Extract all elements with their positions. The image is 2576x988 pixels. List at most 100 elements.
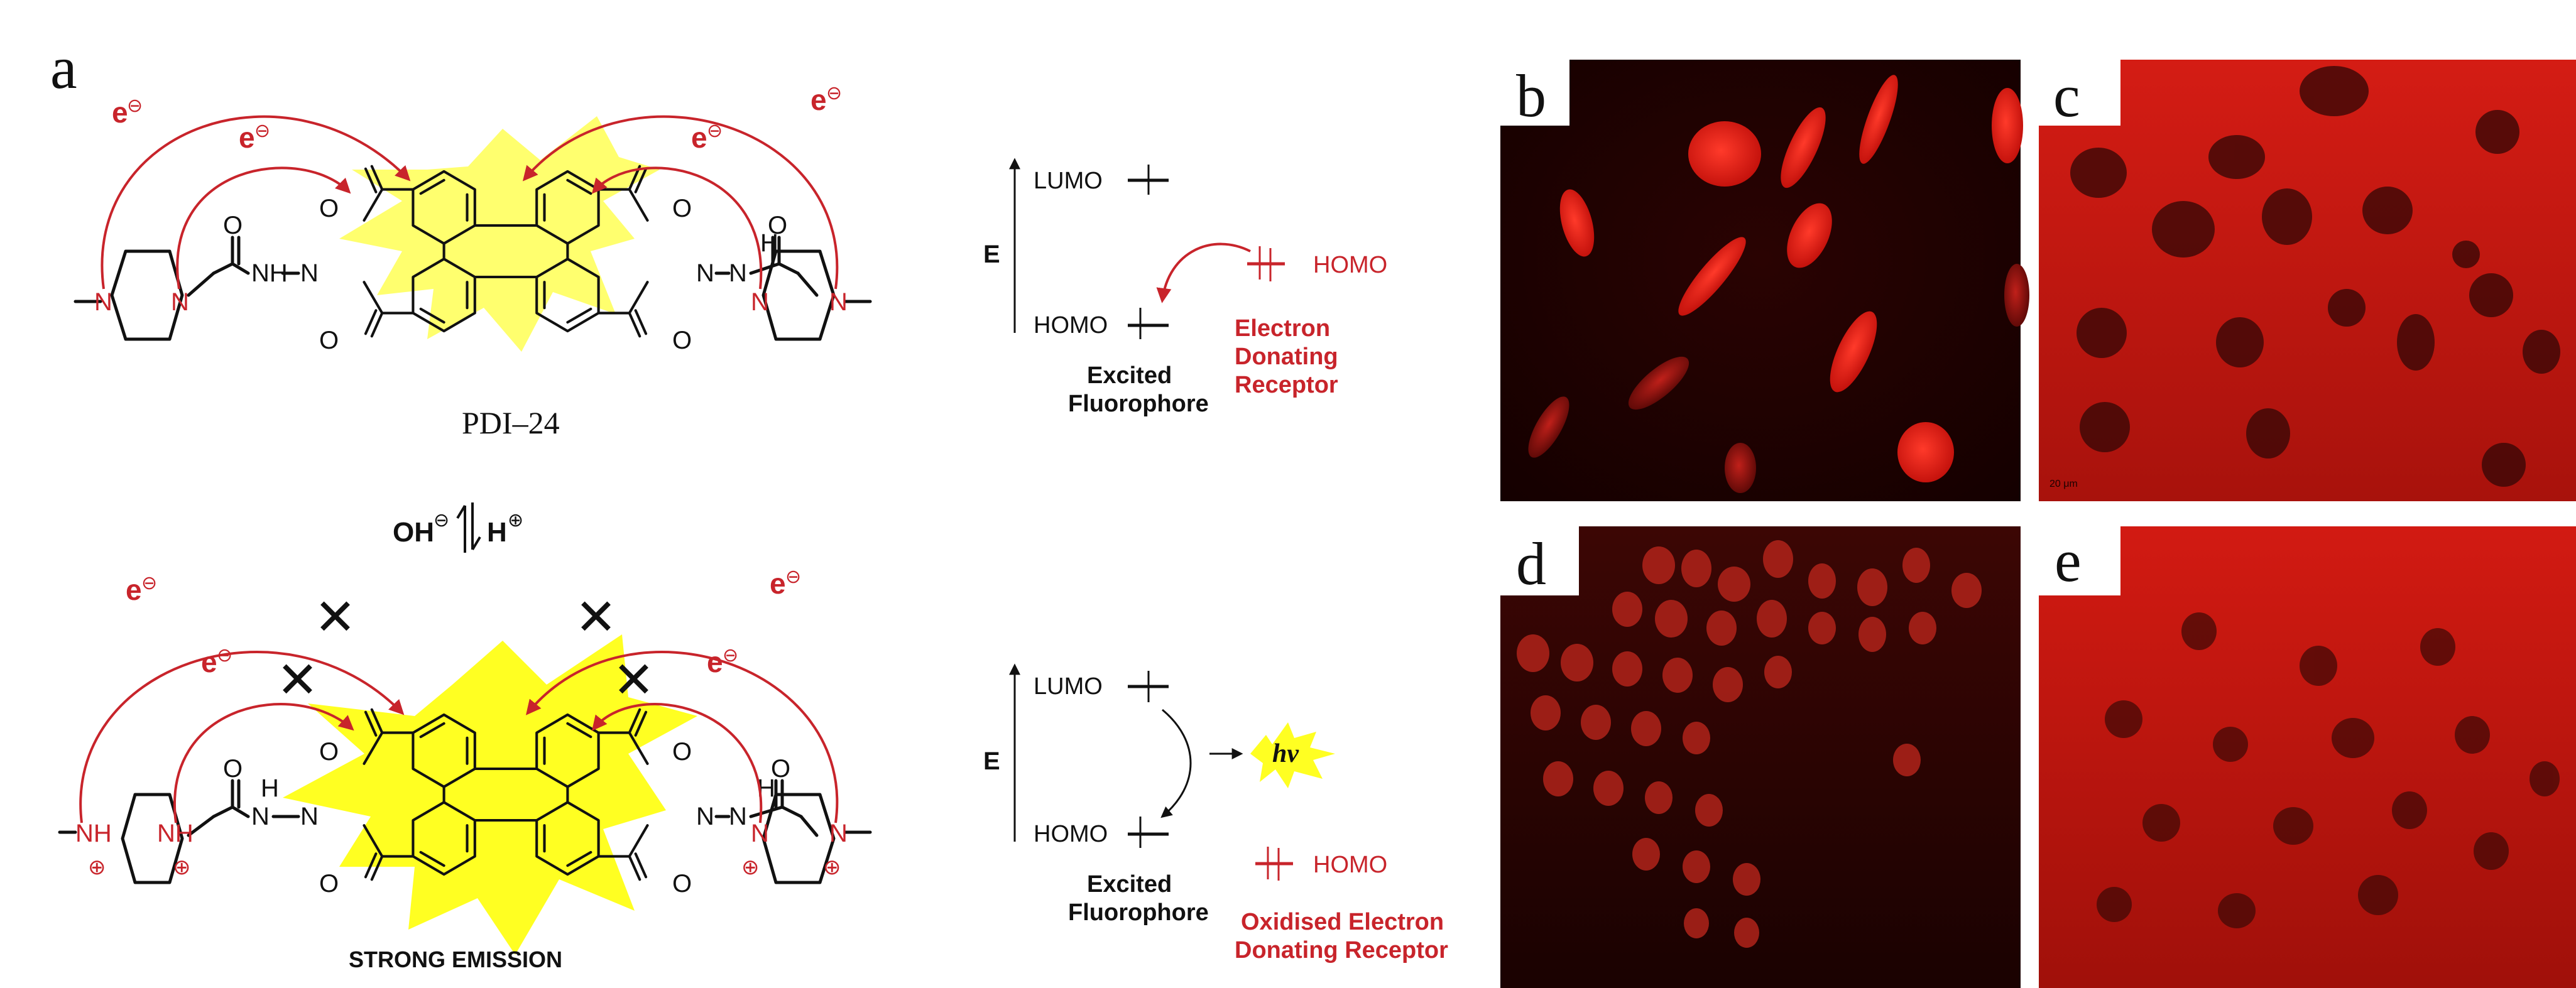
top-pip-n-left-inner: N — [171, 288, 189, 316]
top-o-2: O — [319, 327, 339, 354]
top-homo-label: HOMO — [1034, 312, 1108, 339]
bottom-o-amide-left: O — [223, 755, 243, 783]
eq-arrow-up-head — [456, 504, 466, 519]
top-fluorophore-line2: Fluorophore — [1068, 391, 1209, 417]
bottom-e-4-minus: ⊖ — [785, 567, 801, 587]
bottom-molecule: O O O O N N H N O NH NH ⊕ — [58, 567, 872, 972]
micrograph-b-label: b — [1516, 62, 1546, 129]
micrograph-c-cells — [2070, 66, 2560, 487]
top-o-3: O — [672, 195, 692, 222]
top-e-3-minus: ⊖ — [707, 121, 723, 141]
top-arrow-outer-left — [101, 115, 411, 290]
top-imide-n-right: N — [696, 259, 714, 287]
top-pip-n-right-outer: N — [829, 288, 848, 316]
top-o-amide-right: O — [768, 212, 787, 239]
top-e-1: e — [112, 96, 128, 129]
bottom-pip-nh-left-inner: NH — [157, 820, 194, 847]
top-nh-right-n: N — [729, 259, 747, 287]
bottom-o-3: O — [672, 738, 692, 766]
blocked-mark-3: ✕ — [575, 589, 617, 645]
bottom-glow — [283, 634, 697, 955]
bottom-plus-3: ⊕ — [741, 855, 760, 879]
top-arrow-inner-right — [591, 166, 763, 290]
top-pip-n-right-inner: N — [751, 288, 769, 316]
bottom-imide-n-right: N — [696, 803, 714, 830]
top-arrow-outer-right — [522, 115, 839, 290]
eq-left: OH — [393, 517, 434, 548]
hv-burst — [1250, 722, 1335, 788]
bottom-imide-n-left: N — [300, 803, 319, 830]
bottom-relaxation-arrow — [1160, 708, 1192, 818]
top-o-4: O — [672, 327, 692, 354]
micrograph-b-label-bg — [1500, 60, 1569, 126]
top-receptor-line1: Electron — [1235, 315, 1330, 342]
eq-arrow-down-head — [471, 536, 481, 551]
bottom-receptor-line1: Oxidised Electron — [1241, 909, 1444, 935]
bottom-fluorophore-line2: Fluorophore — [1068, 899, 1209, 926]
bottom-arrow-outer-left — [79, 651, 405, 823]
bottom-plus-1: ⊕ — [88, 855, 106, 879]
micrograph-d: d — [1500, 526, 2021, 988]
bottom-pip-n-right-inner: N — [751, 820, 769, 847]
micrograph-c-label: c — [2053, 62, 2080, 129]
bottom-o-1: O — [319, 738, 339, 766]
bottom-o-4: O — [672, 870, 692, 898]
bottom-arrow-inner-left — [173, 703, 354, 823]
bottom-n-right: N — [729, 803, 747, 830]
micrograph-d-background — [1500, 526, 2021, 988]
top-e-2-minus: ⊖ — [254, 121, 270, 141]
bottom-receptor-line2: Donating Receptor — [1235, 937, 1448, 964]
bottom-e-4: e — [770, 567, 786, 600]
blocked-mark-2: ✕ — [276, 652, 319, 708]
bottom-plus-2: ⊕ — [173, 855, 191, 879]
top-lumo-label: LUMO — [1034, 168, 1103, 194]
bottom-o-amide-right: O — [771, 755, 790, 783]
micrograph-e-label-bg — [2039, 526, 2120, 595]
bottom-e-2-minus: ⊖ — [217, 645, 232, 666]
bottom-e-2: e — [201, 646, 217, 678]
micrograph-e-label: e — [2055, 527, 2082, 594]
bottom-plus-4: ⊕ — [823, 855, 841, 879]
top-e-2: e — [239, 121, 255, 154]
top-molecule: O O O O N N NH O N N — [74, 83, 872, 440]
bottom-e-3-minus: ⊖ — [723, 645, 738, 666]
molecule-name: PDI–24 — [462, 405, 560, 440]
top-transfer-arrow — [1156, 242, 1251, 303]
bottom-receptor-homo-label: HOMO — [1313, 852, 1387, 878]
equilibrium: OH ⊖ H ⊕ — [393, 502, 523, 553]
micrograph-c-scale: 20 μm — [2049, 479, 2078, 489]
micrograph-b: b — [1500, 60, 2029, 501]
bottom-homo-label: HOMO — [1034, 821, 1108, 847]
blocked-mark-4: ✕ — [613, 652, 655, 708]
top-arrow-inner-left — [176, 166, 351, 290]
eq-left-sup: ⊖ — [434, 510, 449, 531]
bottom-n-left: N — [251, 803, 270, 830]
bottom-arrow-outer-right — [525, 651, 839, 823]
strong-emission-caption: STRONG EMISSION — [349, 947, 562, 972]
blocked-mark-1: ✕ — [314, 589, 356, 645]
micrograph-c-label-bg — [2039, 60, 2120, 126]
bottom-lumo-label: LUMO — [1034, 673, 1103, 700]
top-e-4-minus: ⊖ — [826, 83, 842, 104]
eq-right: H — [487, 517, 507, 548]
bottom-arrow-inner-right — [591, 703, 763, 823]
bottom-pip-n-right-outer: N — [829, 820, 848, 847]
panel-a-label: a — [50, 34, 77, 101]
top-energy-axis-label: E — [983, 241, 1000, 268]
eq-right-sup: ⊕ — [508, 510, 523, 531]
top-glow — [339, 116, 660, 352]
top-receptor-homo-label: HOMO — [1313, 252, 1387, 278]
top-o-1: O — [319, 195, 339, 222]
bottom-pip-nh-left-outer: NH — [75, 820, 112, 847]
bottom-e-3: e — [707, 646, 723, 678]
panel-a: a O O O O N N NH O — [50, 34, 872, 972]
top-e-4: e — [810, 84, 827, 116]
micrograph-e: e — [2039, 526, 2576, 988]
micrograph-d-cells — [1517, 540, 1982, 948]
energy-diagram-bottom: E LUMO HOMO hν Excited Fluorophore HOMO … — [983, 663, 1448, 964]
top-imide-n-left: N — [300, 259, 319, 287]
top-o-amide-left: O — [223, 212, 243, 239]
top-receptor-line2: Donating — [1235, 344, 1338, 370]
bottom-fluorophore-line1: Excited — [1087, 871, 1172, 898]
